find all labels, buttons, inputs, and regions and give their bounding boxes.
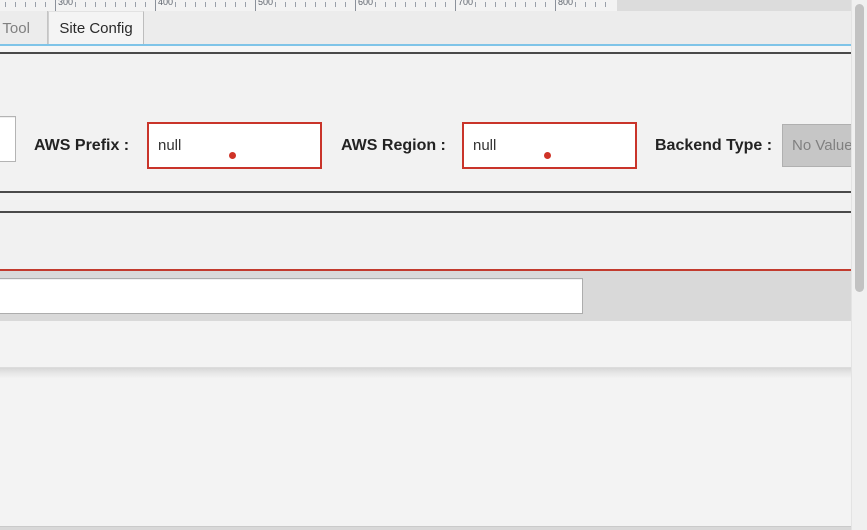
backend-type-select[interactable]: No Value (782, 124, 852, 167)
ruler-minor-tick (105, 2, 106, 7)
divider-rule-middle-upper (0, 191, 852, 193)
ruler-minor-tick (245, 2, 246, 7)
ruler-minor-tick (605, 2, 606, 7)
ruler-minor-tick (135, 2, 136, 7)
ruler-minor-tick (525, 2, 526, 7)
divider-rule-red (0, 269, 852, 271)
ruler-minor-tick (585, 2, 586, 7)
ruler-minor-tick (285, 2, 286, 7)
aws-region-label: AWS Region : (341, 137, 446, 154)
ruler-minor-tick (295, 2, 296, 7)
ruler-major-tick (555, 0, 556, 11)
ruler-minor-tick (505, 2, 506, 7)
aws-prefix-error-dot (229, 152, 236, 159)
ruler-minor-tick (5, 2, 6, 7)
ruler-minor-tick (395, 2, 396, 7)
ruler-minor-tick (275, 2, 276, 7)
aws-region-error-dot (544, 152, 551, 159)
ruler-minor-tick (315, 2, 316, 7)
content-top-strip (0, 46, 852, 52)
ruler-minor-tick (45, 2, 46, 7)
empty-body-area (0, 378, 852, 526)
ruler-minor-tick (145, 2, 146, 7)
ruler-minor-tick (335, 2, 336, 7)
ruler-label: 500 (258, 0, 274, 7)
light-band (0, 321, 852, 368)
ruler-minor-tick (345, 2, 346, 7)
ruler-minor-tick (25, 2, 26, 7)
ruler-minor-tick (445, 2, 446, 7)
ruler-minor-tick (405, 2, 406, 7)
ruler-major-tick (155, 0, 156, 11)
ruler-minor-tick (435, 2, 436, 7)
aws-region-value: null (473, 137, 497, 154)
form-panel: AWS Prefix : null AWS Region : null Back… (0, 54, 852, 191)
ruler-major-tick (355, 0, 356, 11)
ruler-minor-tick (515, 2, 516, 7)
ruler-minor-tick (305, 2, 306, 7)
ruler-major-tick (255, 0, 256, 11)
search-input[interactable] (0, 278, 583, 314)
aws-prefix-label: AWS Prefix : (34, 137, 130, 154)
ruler-label: 700 (458, 0, 474, 7)
vertical-scrollbar-track[interactable] (851, 0, 867, 530)
aws-prefix-input[interactable]: null (147, 122, 322, 169)
tab-tool-label: y Tool (0, 19, 30, 37)
ruler-minor-tick (385, 2, 386, 7)
ruler-minor-tick (215, 2, 216, 7)
ruler-minor-tick (575, 2, 576, 7)
divider-rule-top (0, 52, 852, 54)
aws-region-input[interactable]: null (462, 122, 637, 169)
content-area: AWS Prefix : null AWS Region : null Back… (0, 46, 852, 530)
ruler-minor-tick (115, 2, 116, 7)
ruler-minor-tick (35, 2, 36, 7)
ruler-label: 600 (358, 0, 374, 7)
ruler-minor-tick (545, 2, 546, 7)
ruler-major-tick (455, 0, 456, 11)
ruler-minor-tick (175, 2, 176, 7)
ruler-minor-tick (205, 2, 206, 7)
ruler-inactive-region (617, 0, 867, 11)
ruler-minor-tick (15, 2, 16, 7)
ruler-minor-tick (185, 2, 186, 7)
unlabeled-field-input[interactable] (0, 116, 16, 162)
ruler-minor-tick (535, 2, 536, 7)
backend-type-label: Backend Type : (655, 137, 773, 154)
ruler-minor-tick (195, 2, 196, 7)
mid-panel (0, 213, 852, 269)
panel-shadow (0, 368, 852, 378)
tab-strip-underline (0, 44, 867, 46)
aws-prefix-value: null (158, 137, 182, 154)
ruler-label: 800 (558, 0, 574, 7)
ruler-minor-tick (325, 2, 326, 7)
ruler-minor-tick (125, 2, 126, 7)
tab-site-config[interactable]: Site Config (48, 11, 144, 45)
ruler-minor-tick (375, 2, 376, 7)
ruler-measured-region: 300 400 500 600 700 800 (0, 0, 617, 11)
tab-site-config-label: Site Config (59, 20, 133, 37)
ruler-minor-tick (225, 2, 226, 7)
ruler-major-tick (55, 0, 56, 11)
ruler-minor-tick (415, 2, 416, 7)
ruler-minor-tick (95, 2, 96, 7)
vertical-scrollbar-thumb[interactable] (855, 4, 864, 292)
ruler-label: 300 (58, 0, 74, 7)
tab-tool[interactable]: y Tool (0, 11, 48, 45)
thin-panel (0, 193, 852, 211)
ruler-label: 400 (158, 0, 174, 7)
ruler-minor-tick (75, 2, 76, 7)
ruler-minor-tick (85, 2, 86, 7)
ruler-minor-tick (495, 2, 496, 7)
ruler-minor-tick (595, 2, 596, 7)
ruler-minor-tick (485, 2, 486, 7)
divider-rule-middle-lower (0, 211, 852, 213)
footer-bar (0, 526, 852, 530)
ruler-minor-tick (475, 2, 476, 7)
ruler-minor-tick (235, 2, 236, 7)
backend-type-value: No Value (792, 137, 852, 154)
ruler-minor-tick (425, 2, 426, 7)
